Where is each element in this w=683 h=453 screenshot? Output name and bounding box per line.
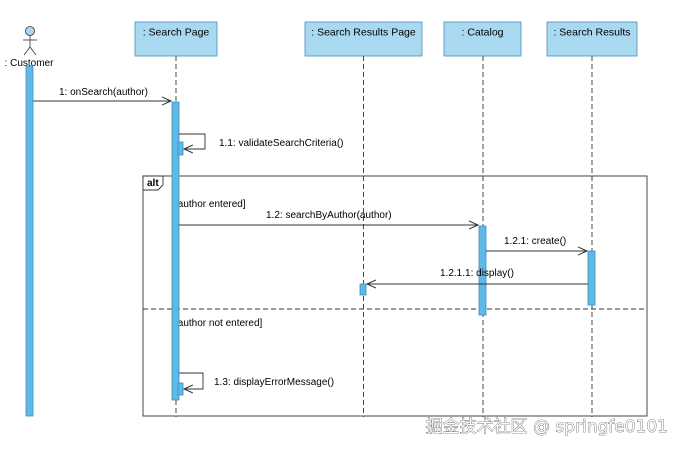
guard-author-entered: [author entered] [175,199,246,210]
message-arrow-1-3 [179,372,204,389]
lifeline-header-search-results-page: : Search Results Page [304,21,423,57]
activation-search-page-nested-2 [177,382,184,396]
message-label-1-2: 1.2: searchByAuthor(author) [266,210,392,221]
activation-search-results-page [359,283,367,296]
fragment-operator-tab [142,175,164,191]
activation-search-page-nested [177,141,184,156]
message-label-1-2-1: 1.2.1: create() [504,236,566,247]
lifeline-header-search-results: : Search Results [546,21,638,57]
watermark-text: 掘金技术社区 @ springfe0101 [426,417,668,437]
lifeline-label: : Search Results [553,27,630,39]
lifeline-label: : Search Results Page [311,27,416,39]
fragment-operator: alt [147,178,159,189]
message-label-1: 1: onSearch(author) [59,87,148,98]
lifeline-header-catalog: : Catalog [443,21,522,57]
customer-actor: : Customer [5,26,55,69]
activation-customer [25,65,34,417]
actor-label: : Customer [5,58,55,69]
activation-search-page [171,101,180,401]
activation-bars [25,65,596,417]
message-label-1-1: 1.1: validateSearchCriteria() [219,138,344,149]
guard-author-not-entered: [author not entered] [175,318,263,329]
message-arrow-1-1 [179,133,206,149]
lifeline-label: : Catalog [461,27,503,39]
messages [33,101,588,389]
activation-catalog [478,225,487,316]
actor-head-icon [25,26,35,36]
activation-search-results [587,250,596,306]
alt-fragment: alt [author entered] [author not entered… [142,175,648,417]
lifeline-label: : Search Page [143,27,210,39]
message-label-1-3: 1.3: displayErrorMessage() [214,377,334,388]
lifeline-header-search-page: : Search Page [134,21,218,57]
message-label-1-2-1-1: 1.2.1.1: display() [440,268,514,279]
